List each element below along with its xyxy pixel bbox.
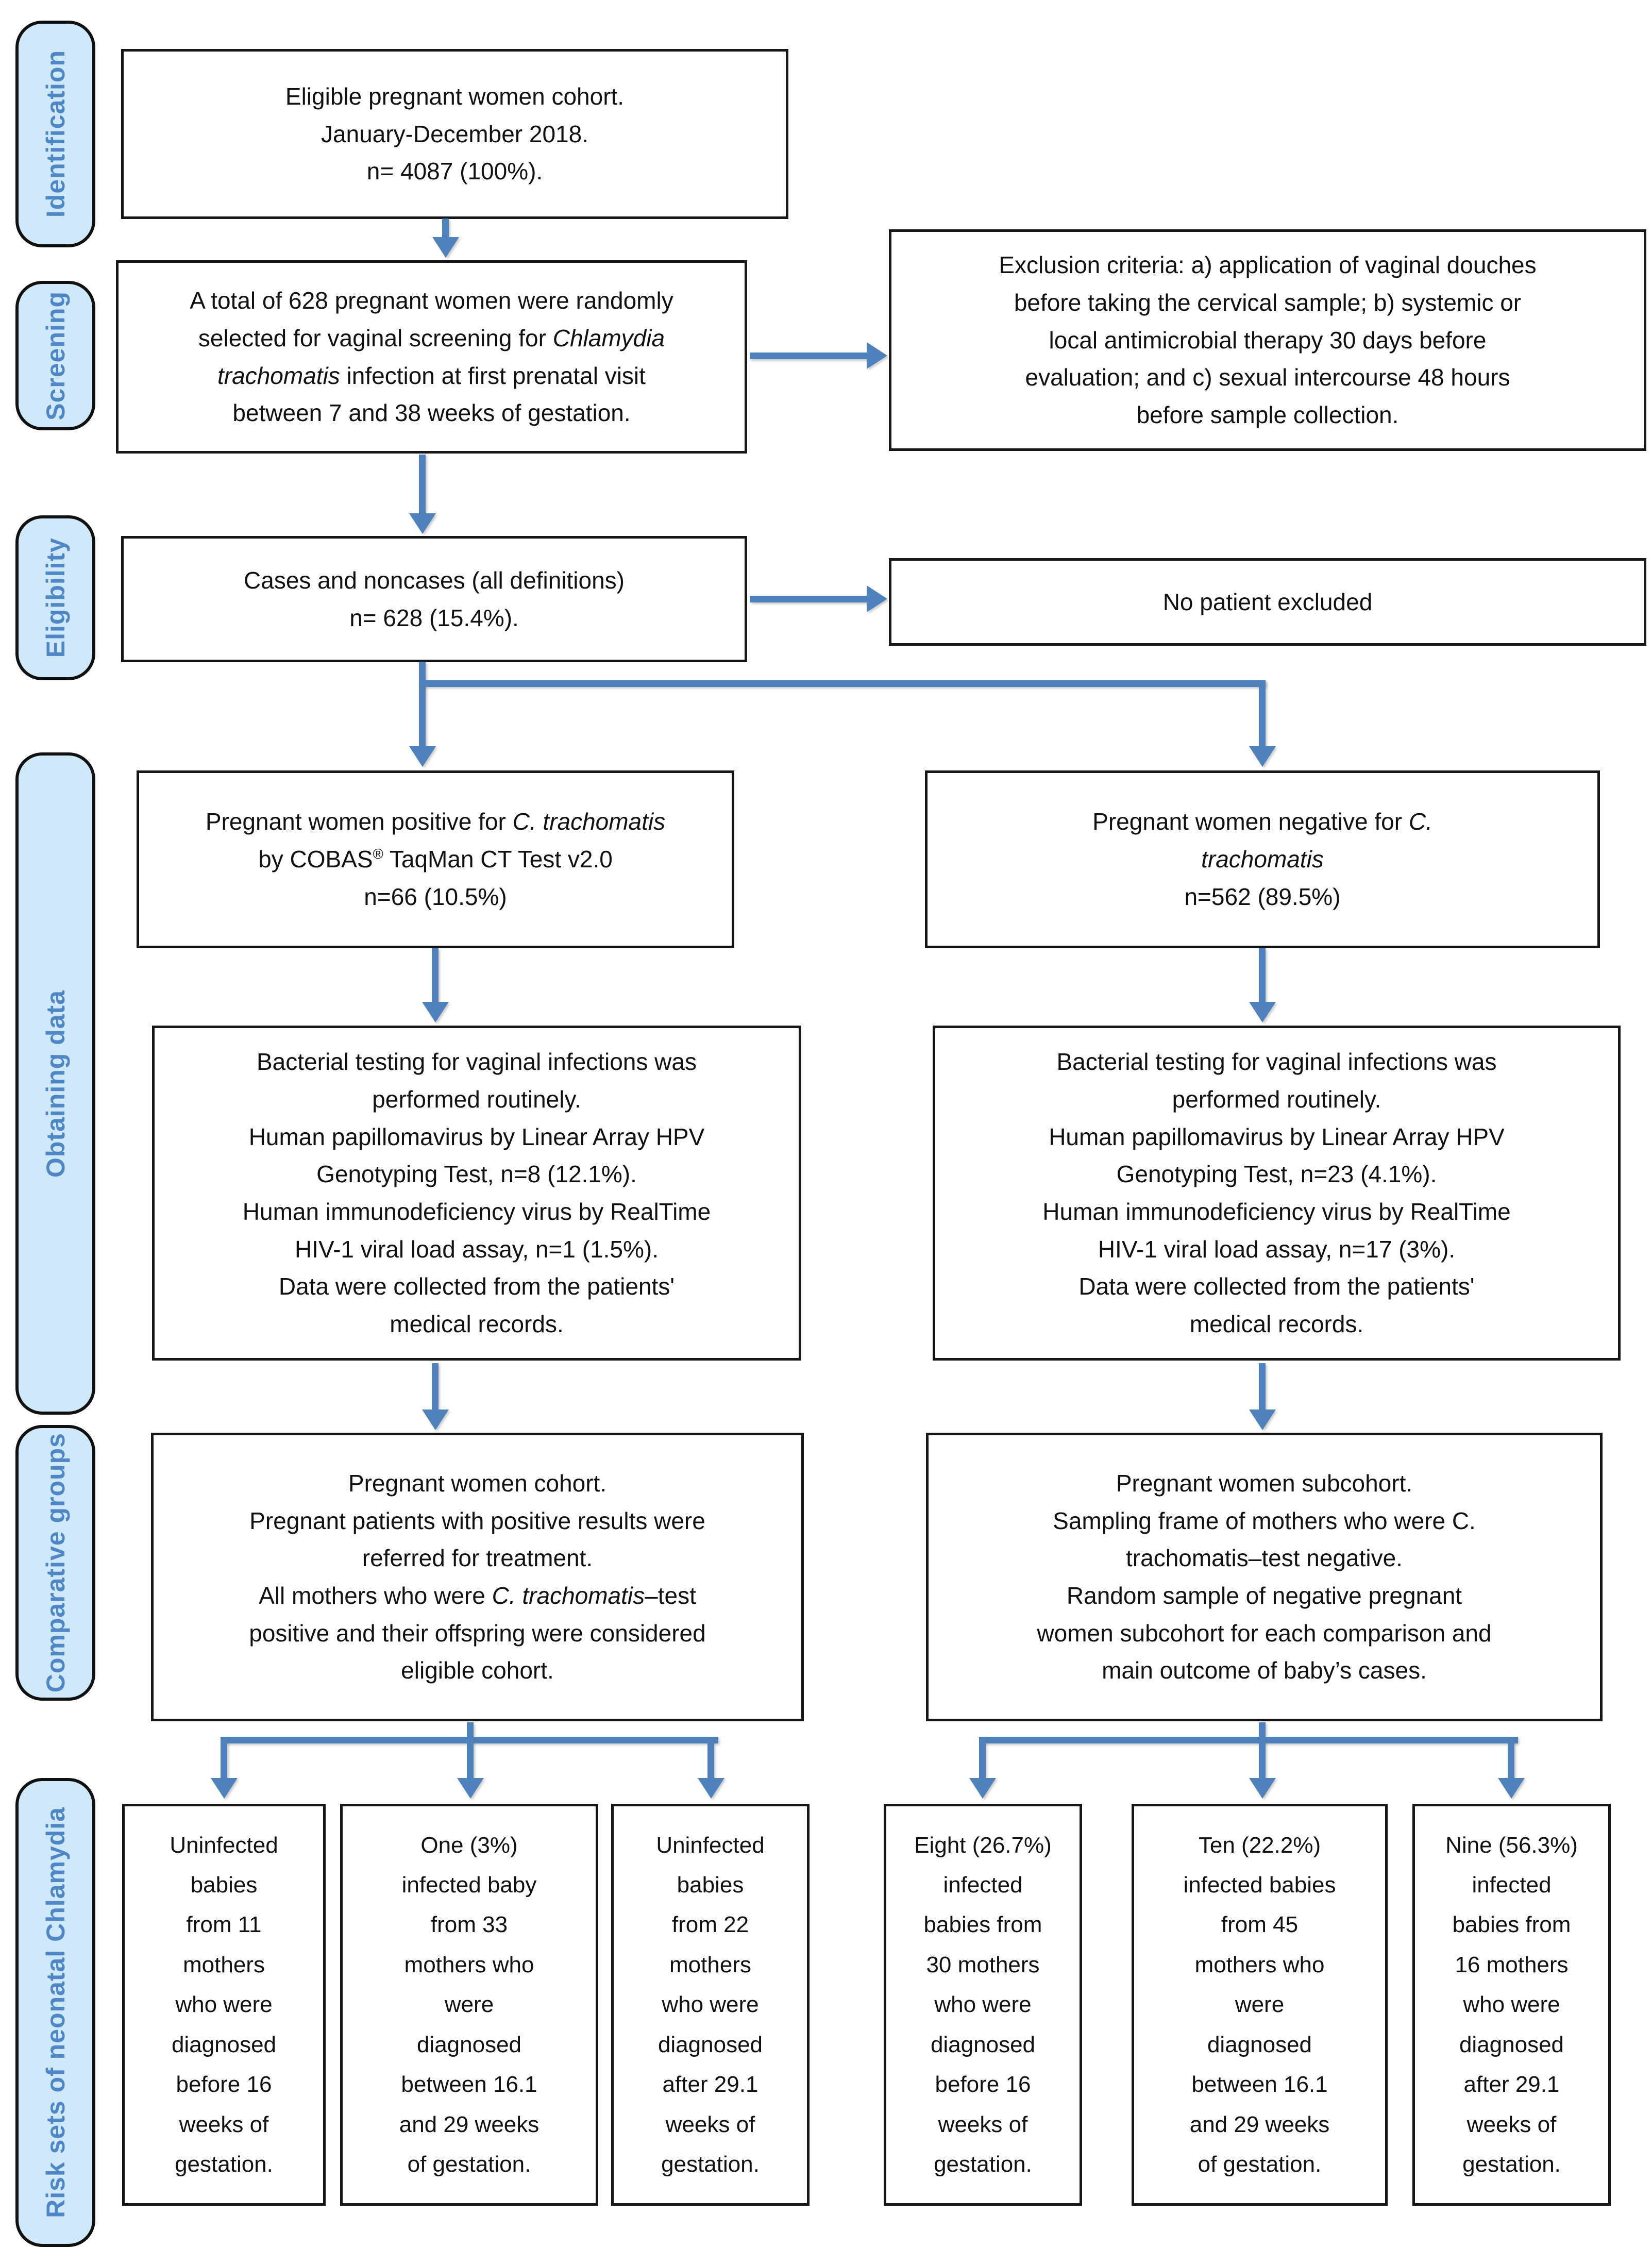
stage-pill-obtaining-data: Obtaining data (15, 752, 95, 1415)
arrow-head-icon (409, 513, 436, 534)
stage-label: Eligibility (41, 538, 70, 658)
arrow-stem (419, 662, 426, 748)
stage-label: Risk sets of neonatal Chlamydia (41, 1807, 70, 2218)
stage-label: Screening (41, 291, 70, 421)
box-text: Exclusion criteria: a) application of va… (999, 251, 1537, 428)
box-screening: A total of 628 pregnant women were rando… (116, 260, 747, 454)
box-risk-nine-infected-after-29w: Nine (56.3%) infected babies from 16 mot… (1412, 1804, 1611, 2206)
box-text: Pregnant women cohort. Pregnant patients… (249, 1469, 706, 1684)
arrow-stem (442, 219, 449, 240)
arrow-head-icon (698, 1778, 724, 1799)
arrow-stem (1259, 680, 1266, 748)
box-text: Ten (22.2%) infected babies from 45 moth… (1183, 1832, 1336, 2177)
arrow-stem (1508, 1737, 1514, 1780)
arrow-head-icon (969, 1778, 996, 1799)
box-risk-one-infected-16-29w: One (3%) infected baby from 33 mothers w… (340, 1804, 598, 2206)
box-bacterial-testing-positive: Bacterial testing for vaginal infections… (152, 1026, 801, 1361)
box-text: No patient excluded (1162, 588, 1373, 615)
arrow-stem (1259, 1722, 1266, 1740)
arrow-stem (467, 1722, 474, 1740)
box-risk-eight-infected-before-16w: Eight (26.7%) infected babies from 30 mo… (884, 1804, 1082, 2206)
arrow-stem (750, 353, 869, 359)
box-identification: Eligible pregnant women cohort. January-… (121, 49, 788, 219)
box-comparative-negative-subcohort: Pregnant women subcohort. Sampling frame… (926, 1433, 1603, 1721)
arrow-stem (1259, 1737, 1266, 1780)
box-text: Cases and noncases (all definitions) n= … (244, 566, 625, 631)
arrow-head-icon (422, 1410, 449, 1430)
box-text: Eligible pregnant women cohort. January-… (285, 82, 625, 185)
arrow-stem (1259, 948, 1266, 1004)
box-text: Pregnant women subcohort. Sampling frame… (1037, 1469, 1492, 1684)
stage-pill-screening: Screening (15, 281, 95, 430)
box-text: Nine (56.3%) infected babies from 16 mot… (1445, 1832, 1578, 2177)
box-text: A total of 628 pregnant women were rando… (190, 287, 673, 427)
arrow-branch-bar (419, 680, 1266, 687)
arrow-head-icon (1249, 1778, 1276, 1799)
arrow-stem (467, 1737, 474, 1780)
arrow-stem (707, 1737, 714, 1780)
arrow-branch-bar (979, 1737, 1518, 1743)
box-comparative-positive-cohort: Pregnant women cohort. Pregnant patients… (151, 1433, 804, 1721)
arrow-head-icon (1249, 746, 1276, 767)
arrow-head-icon (1249, 1002, 1276, 1022)
box-text: One (3%) infected baby from 33 mothers w… (399, 1832, 540, 2177)
arrow-stem (432, 948, 439, 1004)
box-ct-negative: Pregnant women negative for C. trachomat… (925, 770, 1600, 948)
arrow-head-icon (1498, 1778, 1525, 1799)
box-text: Pregnant women positive for C. trachomat… (205, 808, 666, 910)
box-text: Uninfected babies from 22 mothers who we… (656, 1832, 765, 2177)
box-text: Bacterial testing for vaginal infections… (1042, 1048, 1511, 1338)
box-ct-positive: Pregnant women positive for C. trachomat… (137, 770, 734, 948)
arrow-stem (1259, 1363, 1266, 1412)
arrow-head-icon (867, 585, 887, 612)
box-text: Bacterial testing for vaginal infections… (242, 1048, 711, 1338)
box-risk-uninfected-before-16w: Uninfected babies from 11 mothers who we… (122, 1804, 326, 2206)
arrow-stem (750, 596, 869, 602)
stage-pill-comparative-groups: Comparative groups (15, 1425, 95, 1701)
arrow-head-icon (211, 1778, 238, 1799)
arrow-stem (419, 455, 426, 515)
arrow-head-icon (432, 237, 459, 258)
stage-label: Comparative groups (41, 1433, 70, 1693)
box-risk-uninfected-after-29w: Uninfected babies from 22 mothers who we… (611, 1804, 810, 2206)
box-exclusion-criteria: Exclusion criteria: a) application of va… (889, 229, 1646, 451)
box-text: Pregnant women negative for C. trachomat… (1092, 808, 1432, 910)
box-risk-ten-infected-16-29w: Ten (22.2%) infected babies from 45 moth… (1132, 1804, 1388, 2206)
box-no-patient-excluded: No patient excluded (889, 558, 1646, 646)
box-eligibility: Cases and noncases (all definitions) n= … (121, 536, 747, 662)
box-text: Eight (26.7%) infected babies from 30 mo… (914, 1832, 1052, 2177)
arrow-head-icon (422, 1002, 449, 1022)
stage-pill-risk-sets: Risk sets of neonatal Chlamydia (15, 1778, 95, 2247)
arrow-head-icon (457, 1778, 484, 1799)
arrow-head-icon (867, 342, 887, 369)
stage-label: Obtaining data (41, 989, 70, 1178)
arrow-stem (221, 1737, 227, 1780)
arrow-stem (979, 1737, 986, 1780)
box-text: Uninfected babies from 11 mothers who we… (170, 1832, 278, 2177)
arrow-stem (432, 1363, 439, 1412)
stage-pill-identification: Identification (15, 21, 95, 247)
arrow-head-icon (1249, 1410, 1276, 1430)
stage-pill-eligibility: Eligibility (15, 515, 95, 680)
stage-label: Identification (41, 50, 70, 218)
arrow-head-icon (409, 746, 436, 767)
box-bacterial-testing-negative: Bacterial testing for vaginal infections… (933, 1026, 1621, 1361)
